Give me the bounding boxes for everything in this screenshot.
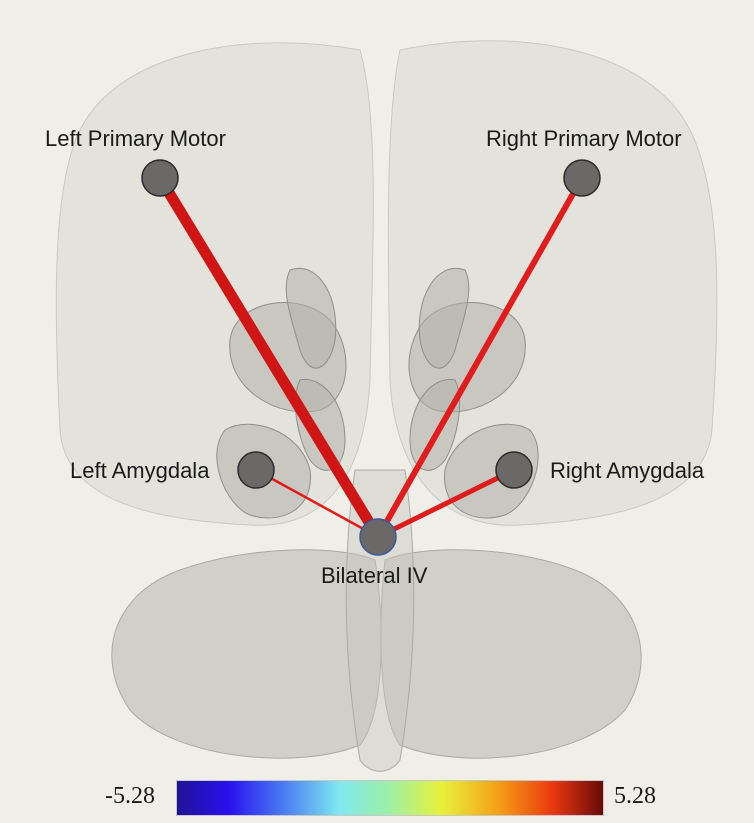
node-left-primary-motor[interactable]: [142, 160, 178, 196]
colorbar: [176, 780, 604, 816]
colorbar-max-label: 5.28: [614, 783, 656, 810]
brainstem: [346, 470, 414, 771]
label-right-primary-motor: Right Primary Motor: [486, 126, 682, 152]
brain-mesh: [56, 41, 717, 526]
node-right-primary-motor[interactable]: [564, 160, 600, 196]
label-left-amygdala: Left Amygdala: [70, 458, 209, 484]
label-right-amygdala: Right Amygdala: [550, 458, 704, 484]
node-right-amygdala[interactable]: [496, 452, 532, 488]
node-left-amygdala[interactable]: [238, 452, 274, 488]
label-bilateral-iv: Bilateral IV: [321, 563, 427, 589]
node-bilateral-iv[interactable]: [360, 519, 396, 555]
label-left-primary-motor: Left Primary Motor: [45, 126, 226, 152]
colorbar-min-label: -5.28: [105, 783, 155, 810]
